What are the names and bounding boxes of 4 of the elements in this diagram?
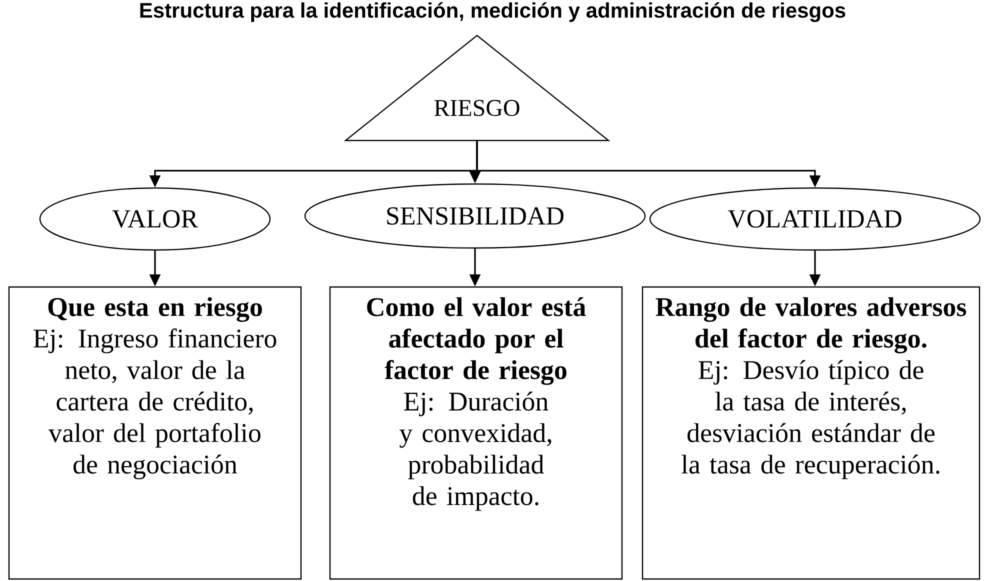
- title: Estructura para la identificación, medición y administración de riesgos: [140, 2, 846, 22]
- text-box: Rango de valores adversos del factor de riesgo. Ej: Desvío típico de la tasa de interés, desviación estándar de la tasa de recuperación.: [642, 286, 980, 580]
- text-box: Que esta en riesgo Ej: Ingreso financiero neto, valor de la cartera de crédito, valor del portafolio de negociación: [8, 286, 302, 580]
- text-box: Como el valor está afectado por el factor de riesgo Ej: Duración y convexidad, probabilidad de impacto.: [329, 286, 623, 580]
